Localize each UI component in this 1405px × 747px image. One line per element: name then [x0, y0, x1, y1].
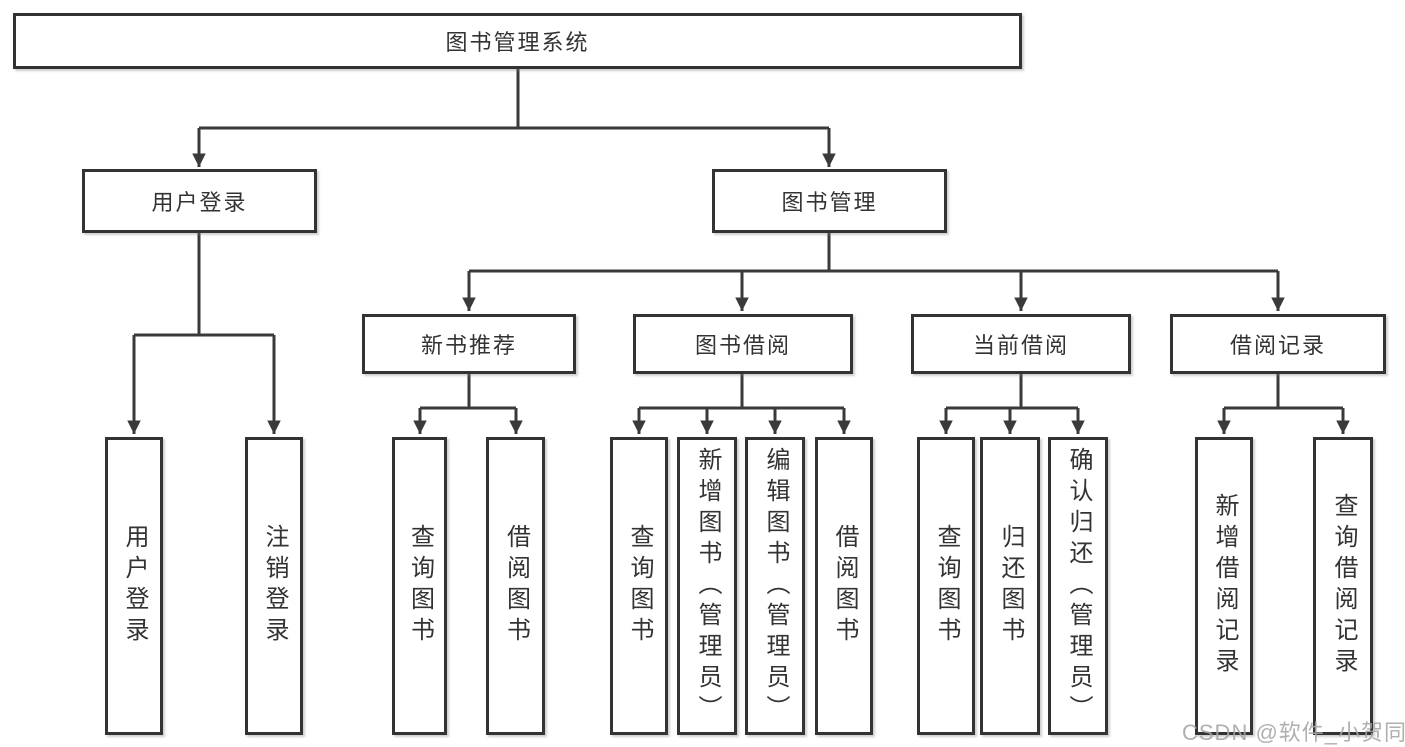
leaf-query-books-recommend-label: 查询图书 — [406, 524, 434, 648]
leaf-query-books-current: 查询图书 — [917, 437, 975, 735]
leaf-return-books-label: 归还图书 — [997, 524, 1024, 648]
leaf-logout-label: 注销登录 — [261, 524, 288, 648]
leaf-user-login: 用户登录 — [105, 437, 163, 735]
leaf-edit-book-admin-label: 编辑图书（管理员） — [762, 446, 789, 726]
connector-root — [199, 68, 829, 130]
node-book-management-label: 图书管理 — [781, 190, 878, 215]
leaf-add-book-admin: 新增图书（管理员） — [677, 437, 737, 735]
node-borrow-records: 借阅记录 — [1170, 314, 1386, 374]
leaf-edit-book-admin: 编辑图书（管理员） — [745, 437, 805, 735]
leaf-add-borrow-record-label: 新增借阅记录 — [1211, 493, 1238, 679]
leaf-logout: 注销登录 — [245, 437, 303, 735]
leaf-user-login-label: 用户登录 — [121, 524, 148, 648]
node-book-management: 图书管理 — [712, 169, 947, 233]
leaf-confirm-return-admin-label: 确认归还（管理员） — [1065, 446, 1092, 726]
node-new-book-recommend-label: 新书推荐 — [420, 333, 517, 358]
leaf-return-books: 归还图书 — [980, 437, 1040, 735]
node-current-borrow: 当前借阅 — [911, 314, 1131, 374]
leaf-query-books-borrow: 查询图书 — [610, 437, 668, 735]
leaf-borrow-books-recommend-label: 借阅图书 — [502, 524, 530, 648]
connector-book-management — [469, 233, 1278, 273]
node-user-login: 用户登录 — [82, 169, 317, 233]
leaf-confirm-return-admin: 确认归还（管理员） — [1048, 437, 1108, 735]
leaf-add-book-admin-label: 新增图书（管理员） — [694, 446, 721, 726]
leaf-query-borrow-record: 查询借阅记录 — [1313, 437, 1373, 735]
node-current-borrow-label: 当前借阅 — [972, 333, 1069, 358]
leaf-borrow-books-recommend: 借阅图书 — [486, 437, 545, 735]
node-new-book-recommend: 新书推荐 — [362, 314, 576, 374]
leaf-query-books-current-label: 查询图书 — [933, 524, 960, 648]
leaf-query-borrow-record-label: 查询借阅记录 — [1330, 493, 1357, 679]
connector-current-borrow — [946, 374, 1078, 410]
watermark: CSDN @软件_小贺同学 — [1182, 720, 1405, 745]
node-book-borrow-label: 图书借阅 — [694, 333, 791, 358]
node-borrow-records-label: 借阅记录 — [1229, 333, 1326, 358]
node-user-login-label: 用户登录 — [151, 190, 248, 215]
node-root: 图书管理系统 — [13, 13, 1022, 69]
leaf-query-books-borrow-label: 查询图书 — [626, 524, 653, 648]
connector-user-login — [134, 233, 274, 337]
node-book-borrow: 图书借阅 — [633, 314, 853, 374]
node-root-label: 图书管理系统 — [445, 30, 590, 55]
leaf-add-borrow-record: 新增借阅记录 — [1195, 437, 1253, 735]
leaf-borrow-books-borrow: 借阅图书 — [815, 437, 873, 735]
connector-book-borrow — [639, 374, 844, 410]
leaf-query-books-recommend: 查询图书 — [392, 437, 447, 735]
connector-new-book-recommend — [420, 374, 516, 410]
leaf-borrow-books-borrow-label: 借阅图书 — [831, 524, 858, 648]
connector-borrow-records — [1224, 374, 1343, 410]
